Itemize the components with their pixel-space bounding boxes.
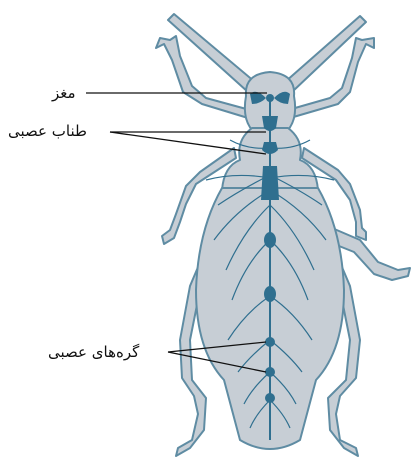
ganglion-4 — [264, 232, 276, 248]
insect-body — [156, 14, 410, 456]
brain-label: مغز — [52, 84, 76, 102]
ganglia-label: گره‌های عصبی — [48, 343, 139, 361]
ganglion-6 — [265, 337, 275, 347]
brain-center — [266, 94, 274, 102]
ganglion-5 — [264, 286, 276, 302]
ganglion-8 — [265, 393, 275, 403]
nerve-cord-label: طناب عصبی — [8, 122, 87, 140]
ganglion-3 — [261, 166, 279, 200]
ganglion-7 — [265, 367, 275, 377]
